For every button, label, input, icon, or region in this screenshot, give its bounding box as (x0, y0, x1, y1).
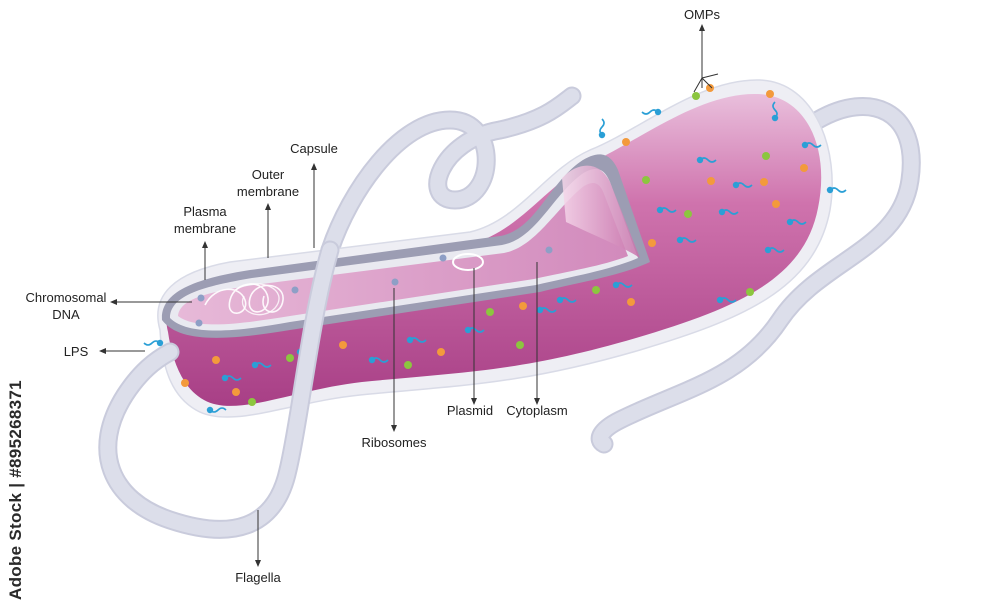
ribosome (291, 286, 299, 294)
label-cytoplasm: Cytoplasm (506, 403, 567, 418)
label-ribosomes: Ribosomes (361, 435, 427, 450)
chromosomal-dna (204, 283, 284, 314)
label-outer-membrane-2: membrane (237, 184, 299, 199)
label-capsule: Capsule (290, 141, 338, 156)
leader-lines (105, 30, 719, 560)
arrowheads (99, 24, 705, 567)
label-chromosomal-dna-2: DNA (52, 307, 80, 322)
label-outer-membrane-1: Outer (252, 167, 285, 182)
plasmid-ring (452, 253, 484, 271)
label-plasmid: Plasmid (447, 403, 493, 418)
ribosome (545, 246, 553, 254)
label-lps: LPS (64, 344, 89, 359)
cross-section-cap (562, 165, 640, 258)
ribosome (195, 319, 203, 327)
surface-molecules (143, 84, 847, 414)
label-plasma-membrane-2: membrane (174, 221, 236, 236)
ribosome (197, 294, 205, 302)
label-flagella: Flagella (235, 570, 281, 585)
cytoplasm-region (178, 182, 628, 325)
stock-watermark: Adobe Stock | #895268371 (6, 380, 25, 600)
label-chromosomal-dna-1: Chromosomal (26, 290, 107, 305)
label-plasma-membrane-1: Plasma (183, 204, 227, 219)
ribosome (391, 278, 399, 286)
label-omps: OMPs (684, 7, 721, 22)
ribosome (439, 254, 447, 262)
